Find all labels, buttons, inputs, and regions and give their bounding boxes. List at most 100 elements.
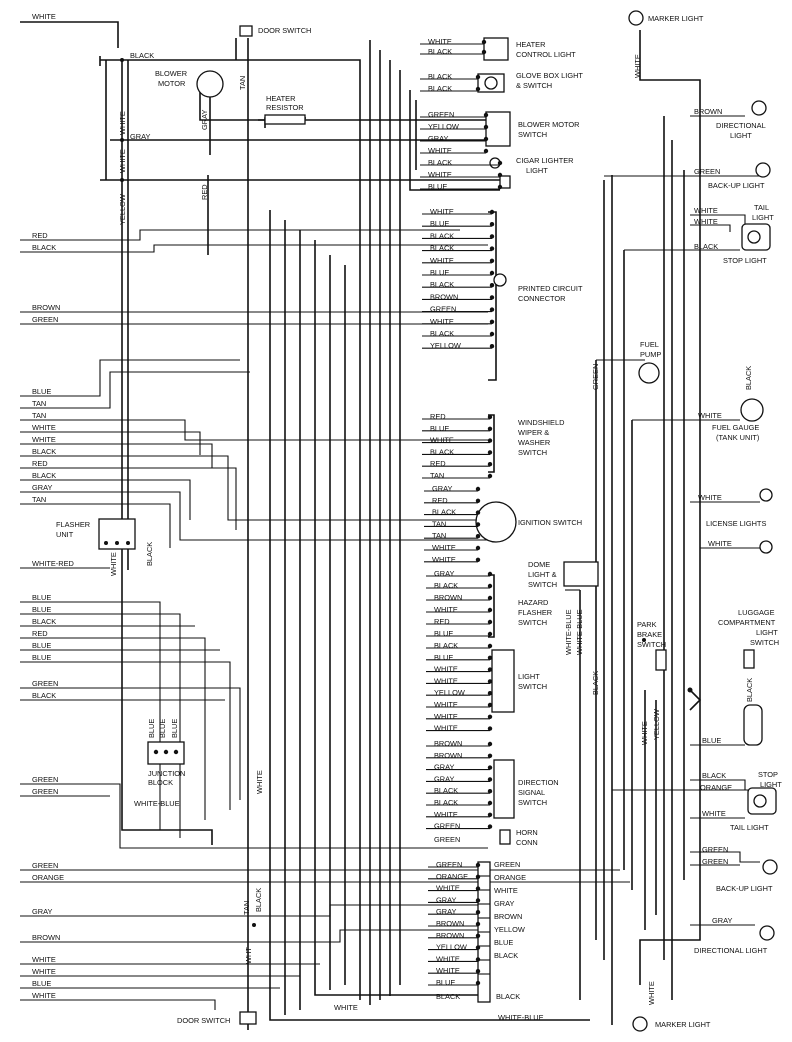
pin-label-printed-circuit: BLACK: [430, 231, 454, 240]
pin-label-printed-circuit: BLACK: [430, 280, 454, 289]
vlabel-red-blower: RED: [200, 184, 209, 200]
inline-connector: [477, 861, 491, 1003]
blower-motor-label-2: MOTOR: [158, 79, 185, 88]
left-wire-label: TAN: [32, 495, 46, 504]
pin-label-ignition: RED: [432, 496, 448, 505]
vlabel-black-flasher: BLACK: [145, 542, 154, 566]
hazard-label-3: SWITCH: [518, 618, 547, 627]
pin-label-printed-circuit: WHITE: [430, 256, 454, 265]
light-switch: LIGHT SWITCH: [491, 649, 547, 713]
pin-label-printed-circuit: BROWN: [430, 292, 458, 301]
tail-top-label-1: TAIL: [754, 203, 769, 212]
left-wire-label: GREEN: [32, 315, 58, 324]
dome-label-1: DOME: [528, 560, 550, 569]
pin-label-direction-signal: WHITE: [434, 810, 458, 819]
vlabel-junction-blue-3: BLUE: [170, 719, 179, 738]
fuel-gauge-label-1: FUEL GAUGE: [712, 423, 759, 432]
pin-label-connector-left: BROWN: [436, 931, 464, 940]
pin-label-ignition: WHITE: [432, 555, 456, 564]
left-wire-labels: WHITEREDBLACKBROWNGREENBLUETANTANWHITEWH…: [32, 12, 74, 1000]
pin-label-connector-left: BROWN: [436, 919, 464, 928]
pin-label-printed-circuit: BLACK: [430, 329, 454, 338]
pin-label-windshield: BLUE: [430, 424, 449, 433]
direction-label-3: SWITCH: [518, 798, 547, 807]
pin-label-blower-switch: WHITE: [428, 146, 452, 155]
pin-label-printed-circuit: YELLOW: [430, 341, 461, 350]
pin-label-glove-box: BLACK: [428, 84, 452, 93]
luggage-light: LUGGAGE COMPARTMENT LIGHT SWITCH: [718, 608, 779, 746]
pin-dot-direction-signal: [487, 777, 493, 782]
pin-dot-light-switch: [487, 691, 493, 696]
pin-dot-connector-left: [475, 945, 481, 950]
pin-label-printed-circuit: WHITE: [430, 207, 454, 216]
pin-label-cigar-lighter: BLUE: [428, 182, 447, 191]
license-lights: LICENSE LIGHTS: [706, 488, 773, 554]
pin-dot-connector-left: [475, 980, 481, 986]
pin-dot-windshield: [487, 473, 493, 479]
pin-label-light-switch: WHITE: [434, 724, 458, 733]
blower-motor-label-1: BLOWER: [155, 69, 187, 78]
vlabel-dome-white-blue: WHITE-BLUE: [564, 609, 573, 655]
pin-label-printed-circuit: BLUE: [430, 268, 449, 277]
blower-motor: BLOWER MOTOR: [155, 69, 224, 98]
pin-label-light-switch: WHITE: [434, 712, 458, 721]
pin-label-printed-circuit: GREEN: [430, 305, 456, 314]
left-wire-label: TAN: [32, 411, 46, 420]
pin-label-connector-right: ORANGE: [494, 873, 526, 882]
pin-label-printed-circuit: BLUE: [430, 219, 449, 228]
pin-dot-light-switch: [487, 655, 493, 660]
pin-label-direction-signal: BLACK: [434, 798, 458, 807]
pin-label-connector-left: WHITE: [436, 884, 460, 893]
left-wire-label: BLUE: [32, 605, 51, 614]
pin-dot-direction-signal: [487, 800, 493, 806]
marker-bottom-label: MARKER LIGHT: [655, 1020, 711, 1029]
pin-dot-printed-circuit: [489, 234, 495, 239]
mlabel-bottom-white: WHITE: [334, 1003, 358, 1012]
vlabel-junction-blue-1: BLUE: [147, 719, 156, 738]
pin-label-light-switch: WHITE: [434, 700, 458, 709]
pin-label-connector-left: BLUE: [436, 978, 455, 987]
fuel-pump-label-2: PUMP: [640, 350, 661, 359]
pin-label-heater-control: WHITE: [428, 37, 452, 46]
backup-light-bottom: BACK-UP LIGHT: [716, 859, 778, 893]
pin-dot-ignition: [475, 545, 481, 551]
pin-dot-printed-circuit: [489, 331, 495, 337]
pin-label-cigar-lighter: WHITE: [428, 170, 452, 179]
pin-label-windshield: BLACK: [430, 447, 454, 456]
directional-bottom-label: DIRECTIONAL LIGHT: [694, 946, 768, 955]
pin-label-light-switch: BLUE: [434, 653, 453, 662]
left-wire-label: GREEN: [32, 679, 58, 688]
mlabel-green-backup3: GREEN: [702, 857, 728, 866]
pin-label-connector-bottom-left: BLACK: [436, 992, 460, 1001]
left-wire-label: BLUE: [32, 387, 51, 396]
pin-label-hazard: BLACK: [434, 581, 458, 590]
pin-dot-connector-left: [475, 969, 481, 974]
junction-block: JUNCTION BLOCK: [147, 741, 185, 787]
junction-label-1: JUNCTION: [148, 769, 185, 778]
vlabel-wht-low: WHT: [244, 947, 253, 964]
pin-dot-printed-circuit: [489, 295, 495, 300]
vlabel-white-left-1: WHITE: [118, 111, 127, 135]
left-wire-label: BLACK: [32, 243, 56, 252]
pin-label-printed-circuit: BLACK: [430, 244, 454, 253]
pin-dot-light-switch: [487, 679, 493, 684]
pin-label-hazard: RED: [434, 617, 450, 626]
pin-dot-windshield: [487, 462, 493, 467]
pin-dot-heater-control: [481, 39, 487, 45]
pin-dot-blower-switch: [483, 136, 489, 142]
pin-dot-cigar-lighter: [497, 184, 503, 190]
vlabel-tan-door: TAN: [238, 76, 247, 90]
pin-label-connector-right: BROWN: [494, 912, 522, 921]
dome-label-2: LIGHT &: [528, 570, 557, 579]
pin-dot-printed-circuit: [489, 344, 495, 349]
printed-circuit-connector: PRINTED CIRCUIT CONNECTOR: [488, 211, 583, 381]
left-wire-label: WHITE: [32, 967, 56, 976]
blower-switch-label-1: BLOWER MOTOR: [518, 120, 579, 129]
left-wire-label: WHITE: [32, 991, 56, 1000]
pin-dot-light-switch: [487, 726, 493, 731]
heater-control-label-2: CONTROL LIGHT: [516, 50, 576, 59]
door-switch-top-label: DOOR SWITCH: [258, 26, 311, 35]
tail-bottom-label: TAIL LIGHT: [730, 823, 769, 832]
pin-dot-hazard: [487, 631, 493, 637]
pin-dot-windshield: [487, 438, 493, 443]
